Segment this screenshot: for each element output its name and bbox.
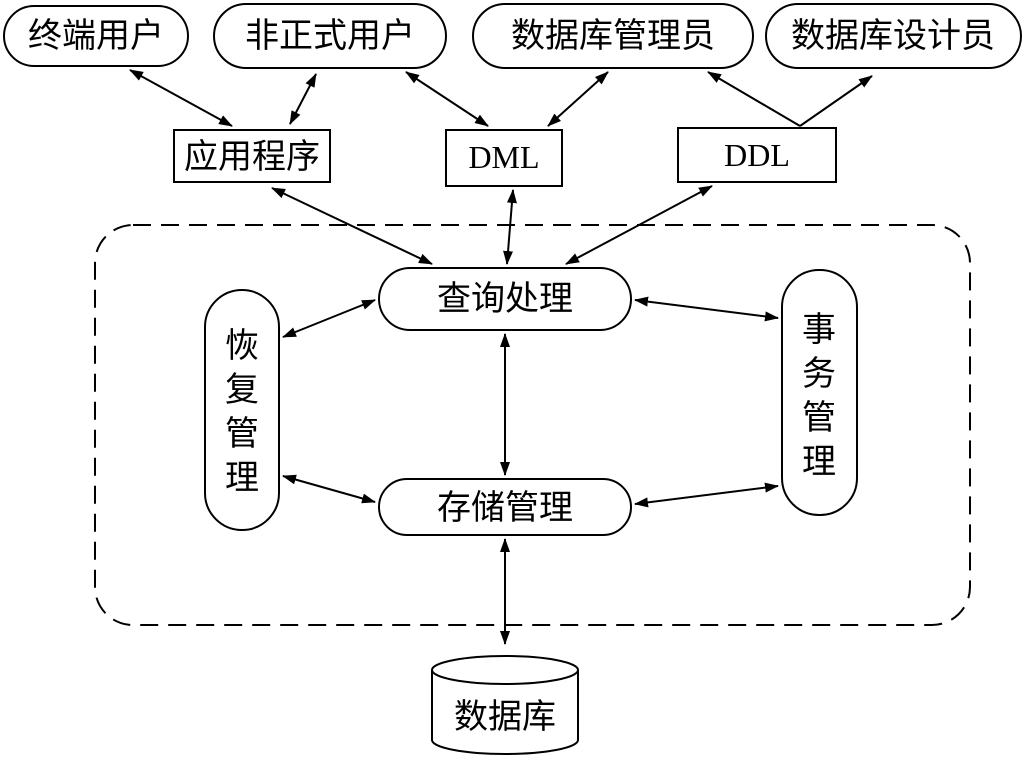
arrow-query-transaction [634, 296, 779, 322]
arrow-ddl-dba [707, 71, 801, 127]
arrow-end-user-app [129, 69, 233, 127]
arrow-storage-transaction [634, 482, 779, 508]
recovery-char-1: 恢 [225, 326, 259, 366]
app-program-node: 应用程序 [173, 129, 331, 183]
transaction-management-node: 事 务 管 理 [781, 269, 858, 516]
dbms-boundary [94, 224, 971, 626]
storage-management-label: 存储管理 [437, 488, 573, 528]
database-label: 数据库 [454, 697, 556, 737]
arrow-ddl-query [565, 185, 713, 265]
casual-user-label: 非正式用户 [245, 16, 415, 56]
arrow-recovery-storage [282, 474, 376, 504]
db-designer-label: 数据库设计员 [791, 16, 995, 56]
arrow-dml-query [503, 189, 517, 265]
app-program-label: 应用程序 [184, 137, 320, 177]
query-processing-label: 查询处理 [437, 279, 573, 319]
arrow-ddl-db-designer [799, 75, 873, 127]
end-user-node: 终端用户 [3, 5, 189, 67]
ddl-node: DDL [677, 127, 837, 183]
arrow-app-query [271, 187, 433, 265]
storage-management-node: 存储管理 [378, 478, 632, 536]
casual-user-node: 非正式用户 [213, 3, 447, 69]
transaction-char-4: 理 [802, 442, 836, 482]
transaction-char-2: 务 [802, 354, 836, 394]
recovery-char-3: 管 [225, 414, 259, 454]
recovery-char-2: 复 [225, 370, 259, 410]
dba-node: 数据库管理员 [472, 3, 754, 69]
ddl-label: DDL [724, 137, 790, 173]
recovery-char-4: 理 [225, 458, 259, 498]
transaction-char-1: 事 [802, 310, 836, 350]
dml-node: DML [445, 129, 563, 187]
arrow-casual-user-app [289, 73, 317, 125]
end-user-label: 终端用户 [28, 16, 164, 56]
arrow-recovery-query [282, 299, 376, 338]
database-cylinder: 数据库 [431, 655, 579, 755]
recovery-management-node: 恢 复 管 理 [204, 289, 280, 531]
query-processing-node: 查询处理 [378, 267, 632, 331]
transaction-char-3: 管 [802, 398, 836, 438]
db-designer-node: 数据库设计员 [765, 3, 1022, 69]
arrow-casual-user-dml [405, 71, 489, 127]
dml-label: DML [468, 139, 539, 175]
dba-label: 数据库管理员 [511, 16, 715, 56]
arrow-dba-dml [547, 71, 609, 127]
